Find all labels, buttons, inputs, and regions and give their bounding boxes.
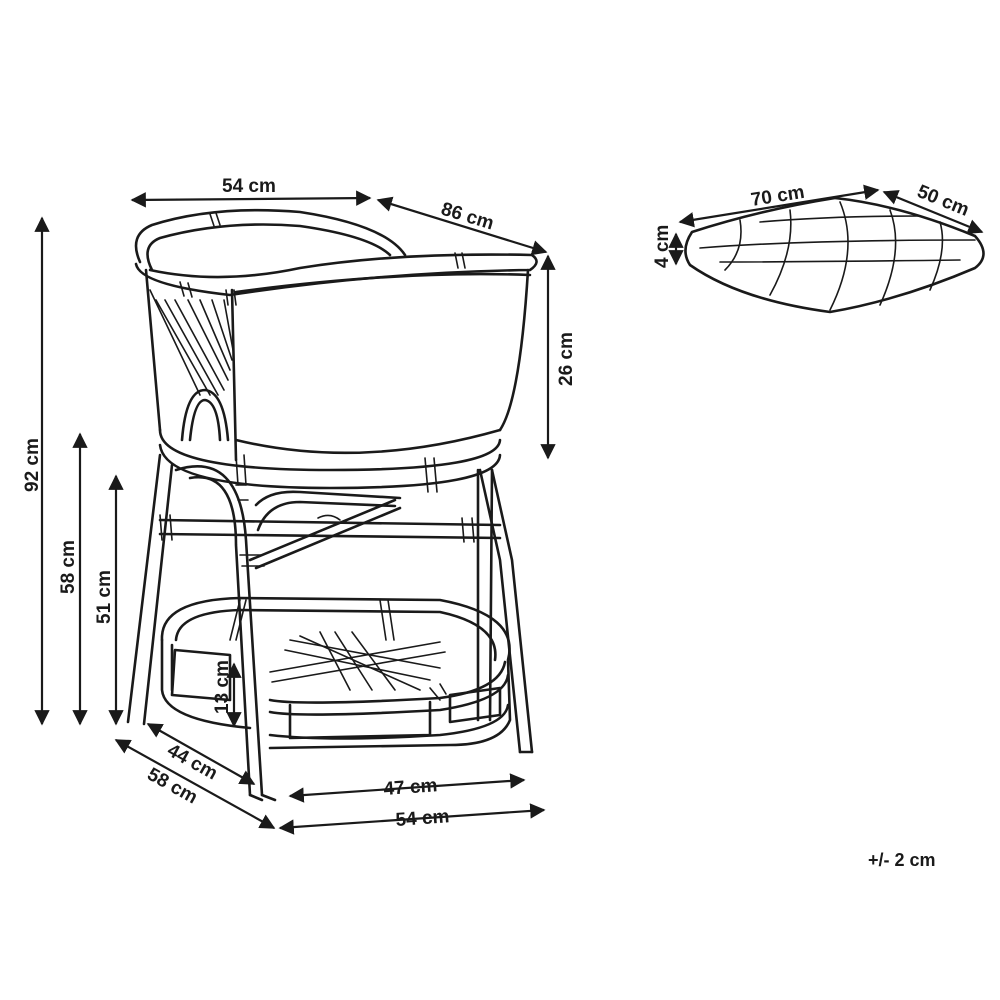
dim-seat-height-label: 51 cm	[94, 570, 115, 624]
cushion-thickness-label: 4 cm	[652, 225, 673, 268]
dim-height-58-label: 58 cm	[58, 540, 79, 594]
dim-width-top-label: 54 cm	[222, 176, 276, 197]
dim-width-outer-label: 54 cm	[395, 806, 450, 831]
dim-depth-top-label: 86 cm	[439, 199, 497, 235]
cushion-dimension-lines	[668, 184, 984, 266]
dim-basket-height-label: 26 cm	[556, 332, 577, 386]
tolerance-note: +/- 2 cm	[868, 850, 936, 870]
cushion-width-label: 50 cm	[914, 181, 972, 221]
dim-width-inner-label: 47 cm	[383, 775, 438, 800]
chair-illustration	[126, 208, 538, 802]
dim-tray-height-label: 13 cm	[212, 660, 233, 714]
chair-dimension-lines	[34, 190, 556, 835]
dim-total-height-label: 92 cm	[22, 438, 43, 492]
